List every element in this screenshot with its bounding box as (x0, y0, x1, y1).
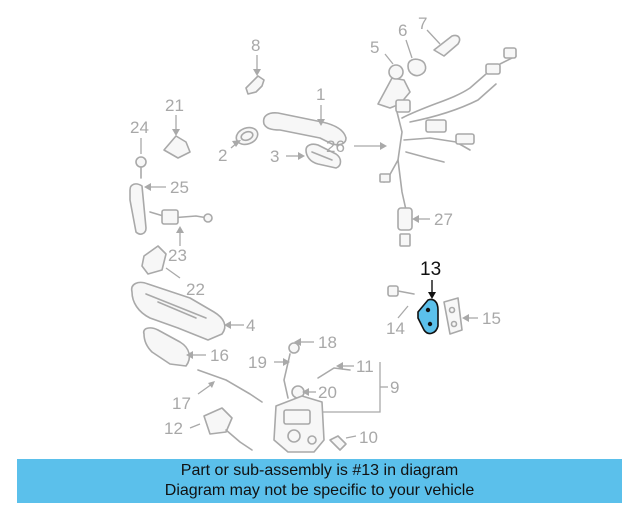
part-23 (149, 209, 213, 246)
info-banner: Part or sub-assembly is #13 in diagram D… (17, 459, 622, 503)
part-21 (163, 115, 191, 159)
callout-25: 25 (170, 178, 189, 197)
part-17 (197, 369, 263, 403)
part-8 (245, 55, 265, 95)
part-10 (329, 435, 357, 451)
callout-23: 23 (168, 246, 187, 265)
callout-7: 7 (418, 14, 427, 33)
callout-14: 14 (386, 319, 405, 338)
part-15 (443, 297, 478, 335)
callout-12: 12 (164, 419, 183, 438)
callout-13: 13 (420, 259, 441, 280)
latch-assembly (273, 395, 325, 453)
callout-17: 17 (172, 394, 191, 413)
part-3 (286, 143, 342, 169)
banner-line-1: Part or sub-assembly is #13 in diagram (180, 462, 459, 479)
callout-21: 21 (165, 96, 184, 115)
callout-2: 2 (218, 146, 227, 165)
part-27 (397, 207, 430, 247)
bracket-9 (320, 362, 388, 413)
part-1 (262, 105, 347, 146)
part-11 (317, 362, 354, 379)
part-22 (141, 245, 181, 279)
callout-24: 24 (130, 118, 149, 137)
callout-26: 26 (326, 137, 345, 156)
callout-6: 6 (398, 21, 407, 40)
part-2 (230, 126, 259, 149)
callout-20: 20 (318, 383, 337, 402)
callout-16: 16 (210, 346, 229, 365)
part-13-highlighted (417, 280, 439, 335)
banner-line-2: Diagram may not be specific to your vehi… (164, 482, 475, 499)
callout-8: 8 (251, 36, 260, 55)
part-19 (274, 353, 291, 399)
part-7 (426, 29, 461, 57)
part-24 (135, 138, 147, 179)
part-26 (354, 47, 517, 211)
callout-1: 1 (316, 85, 325, 104)
part-20 (291, 385, 316, 399)
callout-10: 10 (359, 428, 378, 447)
callout-18: 18 (318, 333, 337, 352)
part-25 (129, 183, 166, 235)
callout-3: 3 (270, 147, 279, 166)
callout-4: 4 (246, 316, 255, 335)
callout-27: 27 (434, 210, 453, 229)
callout-22: 22 (186, 280, 205, 299)
callout-19: 19 (248, 353, 267, 372)
callout-11: 11 (356, 357, 374, 376)
callout-5: 5 (370, 38, 379, 57)
callout-15: 15 (482, 309, 501, 328)
part-12 (189, 407, 253, 451)
part-4 (130, 281, 244, 341)
part-18 (288, 338, 314, 354)
callout-9: 9 (390, 378, 399, 397)
part-6 (405, 39, 427, 77)
part-16 (142, 327, 206, 367)
part-14 (387, 285, 415, 319)
